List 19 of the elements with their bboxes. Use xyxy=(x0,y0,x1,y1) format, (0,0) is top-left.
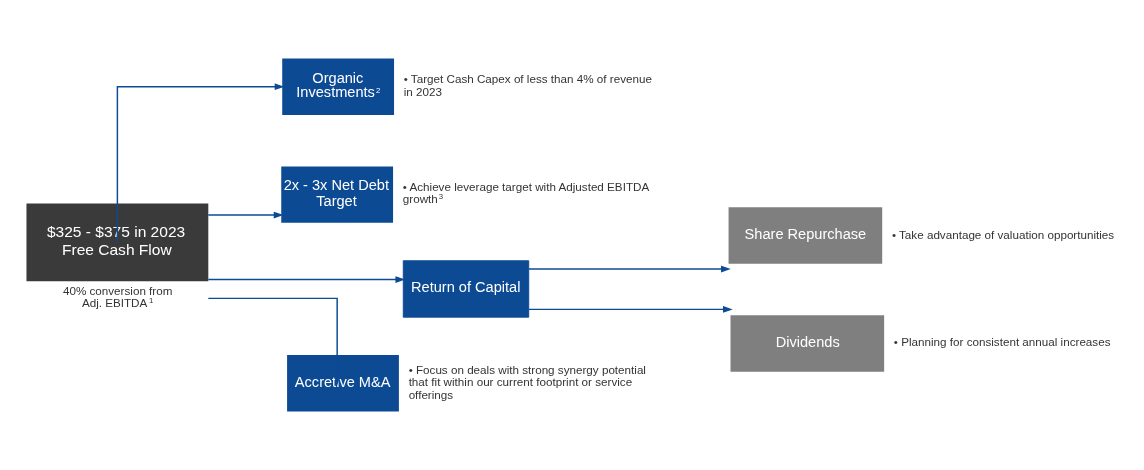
node-box: 2x - 3x Net Debt Target xyxy=(281,166,394,223)
arrow xyxy=(116,83,285,243)
node-label: • Target Cash Capex of less than 4% of revenue in 2023 xyxy=(403,72,652,99)
arrow xyxy=(207,297,341,386)
arrow xyxy=(528,265,731,273)
node-box: Return of Capital xyxy=(402,260,530,318)
node-box: Accretive M&A xyxy=(287,355,399,412)
node-label: • Achieve leverage target with Adjusted EBITDA growth$^{3}$ xyxy=(402,180,650,206)
node-box: Organic Investments$^{2}$ xyxy=(282,58,395,115)
arrow xyxy=(207,211,284,219)
node-box: $325 - $375 in 2023 Free Cash Flow xyxy=(26,203,209,282)
node-label: 40% conversion from Adj. EBITDA$^{1}$ xyxy=(62,284,173,310)
arrow xyxy=(207,276,406,283)
node-label: • Focus on deals with strong synergy potential that fit within our current footprint or service offerings xyxy=(408,362,646,401)
node-box: Dividends xyxy=(730,315,885,372)
node-box: Share Repurchase xyxy=(728,207,883,264)
arrow xyxy=(528,306,733,313)
node-label: • Planning for consistent annual increases xyxy=(893,335,1111,349)
node-label: • Take advantage of valuation opportunities xyxy=(891,227,1115,241)
